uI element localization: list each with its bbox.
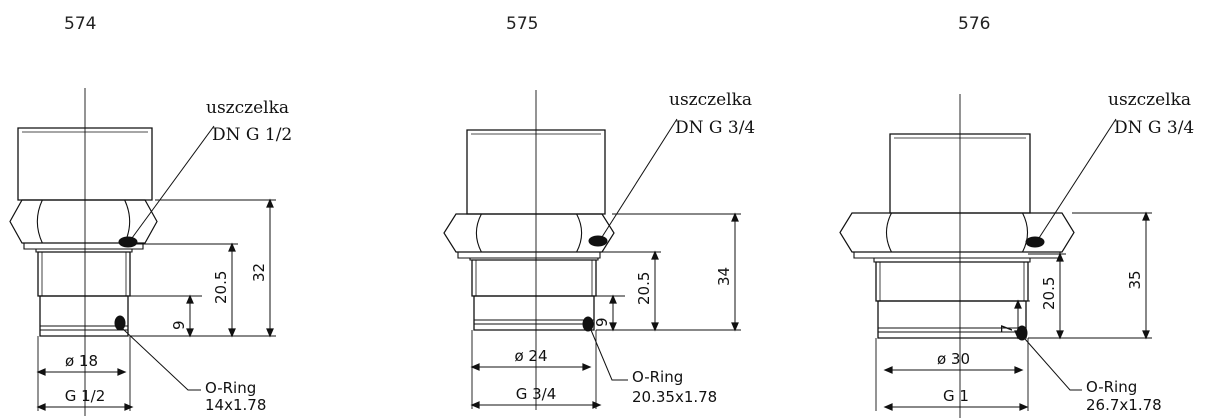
collar-ring	[854, 252, 1060, 258]
dim-diameter-arrow-left	[885, 367, 892, 373]
dim-thread-size-arrow-left	[38, 404, 45, 410]
hex-face-right	[1023, 213, 1028, 252]
dim-thread-height-arrow-top	[652, 252, 658, 259]
tip-section	[878, 301, 1026, 338]
dim-thread-size-arrow-right	[593, 402, 600, 408]
dim-diameter-arrow-left	[472, 364, 479, 370]
dim-tip-height-value: 7	[998, 324, 1016, 334]
seal-label: uszczelka	[1108, 90, 1191, 110]
dim-total-height-arrow-bottom	[267, 329, 273, 336]
dim-thread-height-arrow-bottom	[229, 329, 235, 336]
hex-nut	[840, 213, 1074, 252]
oring-label: O-Ring	[632, 368, 683, 386]
model-number-574: 574	[64, 14, 97, 34]
oring-size: 20.35x1.78	[632, 388, 717, 406]
dim-thread-height-value: 20.5	[635, 272, 653, 305]
fitting-576: 35 20.5 7 ø 30 G 1 uszczelka DN G 3/4O-Ring26.…	[840, 90, 1194, 418]
hex-face-left	[476, 214, 481, 252]
dim-thread-height-arrow-bottom	[652, 323, 658, 330]
dim-thread-size-arrow-right	[1020, 404, 1027, 410]
tip-section	[474, 296, 594, 330]
dim-thread-size-arrow-right	[125, 404, 132, 410]
dim-diameter-value: ø 30	[937, 350, 970, 368]
dim-total-height-arrow-bottom	[732, 323, 738, 330]
fitting-574: 32 20.5 9 ø 18 G 1/2 uszczelka DN G 1/2O-Ring1…	[10, 88, 292, 416]
hex-face-left	[37, 200, 42, 243]
dim-thread-size-value: G 1	[943, 387, 969, 405]
oring-mark	[115, 316, 125, 330]
dim-total-height-value: 35	[1126, 270, 1144, 289]
thread-section	[472, 260, 596, 296]
dim-tip-height-value: 9	[593, 317, 611, 327]
seal-mark	[589, 236, 607, 246]
dim-thread-size-value: G 3/4	[516, 385, 557, 403]
hex-nut	[10, 200, 157, 243]
dim-diameter-arrow-left	[38, 369, 45, 375]
seal-size: DN G 1/2	[212, 125, 292, 145]
dim-diameter-value: ø 18	[65, 352, 98, 370]
seal-size: DN G 3/4	[675, 118, 755, 138]
dim-total-height-value: 34	[715, 267, 733, 286]
hex-face-left	[886, 213, 891, 252]
hex-face-right	[577, 214, 582, 252]
dim-total-height-arrow-top	[1143, 213, 1149, 220]
dim-total-height-arrow-top	[732, 214, 738, 221]
dim-tip-height-arrow-top	[610, 296, 616, 303]
dim-thread-height-value: 20.5	[1040, 277, 1058, 310]
oring-leader	[1025, 339, 1082, 390]
model-number-575: 575	[506, 14, 539, 34]
dim-thread-size-arrow-left	[885, 404, 892, 410]
oring-label: O-Ring	[205, 379, 256, 397]
dim-tip-height-arrow-bottom	[610, 323, 616, 330]
dim-diameter-value: ø 24	[514, 347, 547, 365]
fitting-575: 34 20.5 9 ø 24 G 3/4 uszczelka DN G 3/4O-Ring 2…	[444, 90, 755, 410]
dim-diameter-arrow-right	[583, 364, 590, 370]
seal-size: DN G 3/4	[1114, 118, 1194, 138]
seal-label: uszczelka	[669, 90, 752, 110]
dim-thread-height-arrow-top	[1057, 254, 1063, 261]
thread-section	[38, 252, 130, 296]
hex-nut	[444, 214, 614, 252]
seal-leader	[602, 119, 677, 237]
seal-mark	[1026, 237, 1044, 247]
dim-tip-height-arrow-bottom	[187, 329, 193, 336]
dim-thread-height-value: 20.5	[212, 271, 230, 304]
dim-diameter-arrow-right	[118, 369, 125, 375]
dim-total-height-value: 32	[250, 263, 268, 282]
dim-total-height-arrow-bottom	[1143, 331, 1149, 338]
dim-diameter-arrow-right	[1015, 367, 1022, 373]
seal-label: uszczelka	[206, 98, 289, 118]
oring-leader	[591, 330, 628, 380]
seal-mark	[119, 237, 137, 247]
oring-mark	[583, 317, 593, 331]
oring-size: 26.7x1.78	[1086, 396, 1162, 414]
dim-tip-height-value: 9	[170, 320, 188, 330]
dim-tip-height-arrow-top	[1015, 301, 1021, 308]
dim-total-height-arrow-top	[267, 200, 273, 207]
dim-thread-size-value: G 1/2	[65, 387, 106, 405]
seal-leader	[132, 126, 214, 238]
dim-tip-height-arrow-top	[187, 296, 193, 303]
oring-label: O-Ring	[1086, 378, 1137, 396]
dim-thread-size-arrow-left	[472, 402, 479, 408]
oring-size: 14x1.78	[205, 396, 266, 414]
thread-section	[876, 262, 1028, 301]
dim-tip-height-arrow-bottom	[1015, 331, 1021, 338]
oring-leader	[123, 329, 201, 390]
seal-leader	[1039, 119, 1116, 238]
model-number-576: 576	[958, 14, 991, 34]
collar-ring	[458, 252, 600, 258]
dim-thread-height-arrow-bottom	[1057, 331, 1063, 338]
tip-section	[40, 296, 128, 336]
dim-thread-height-arrow-top	[229, 244, 235, 251]
